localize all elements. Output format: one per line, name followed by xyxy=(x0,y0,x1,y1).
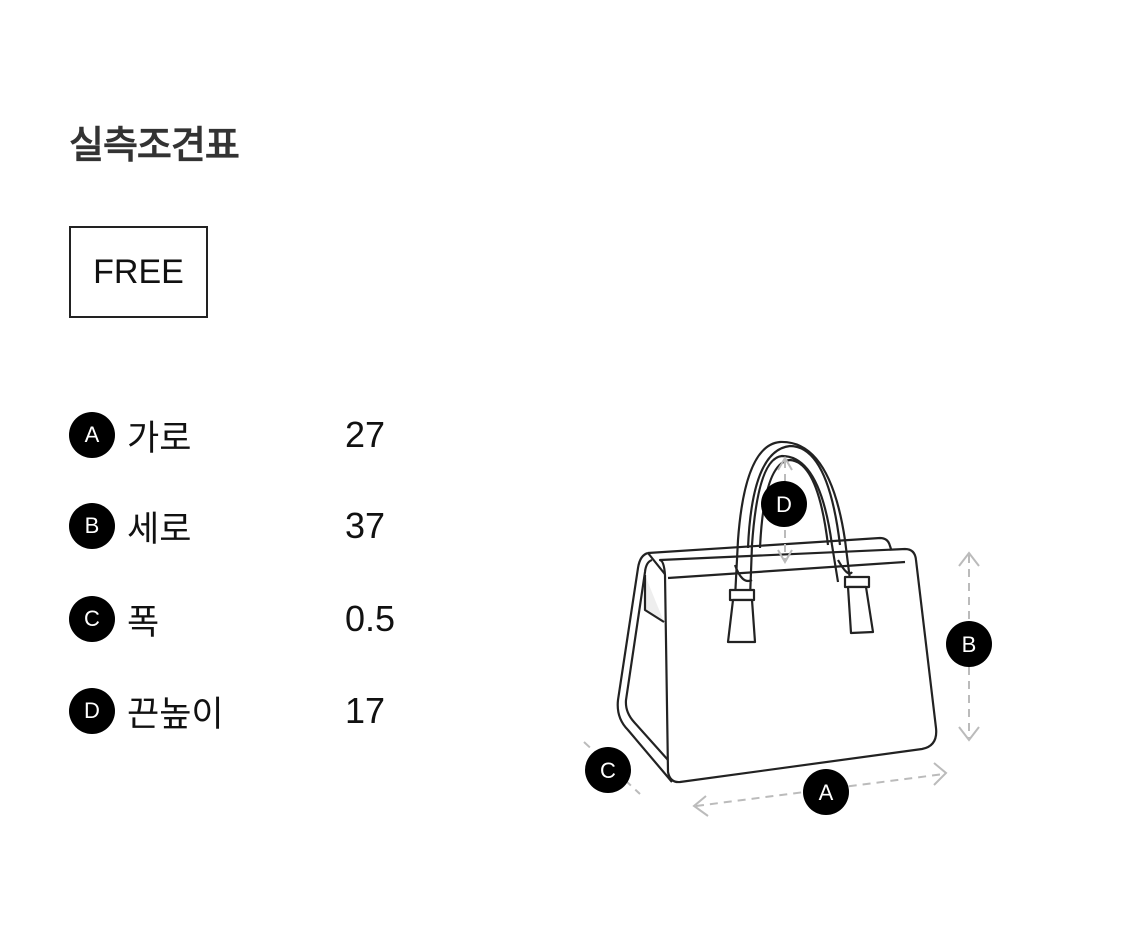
measurement-value: 0.5 xyxy=(345,598,396,639)
diagram-marker-b: B xyxy=(946,621,992,667)
measurement-label: 가로 xyxy=(127,418,192,459)
marker-b-icon: B xyxy=(69,503,115,549)
measurement-row-b: B 세로 37 xyxy=(69,502,469,550)
measurement-row-a: A 가로 27 xyxy=(69,411,469,459)
measurement-value: 37 xyxy=(345,505,386,546)
diagram-marker-c: C xyxy=(585,747,631,793)
svg-text:B: B xyxy=(962,632,977,657)
page-title: 실측조견표 xyxy=(69,123,240,167)
svg-text:C: C xyxy=(600,758,616,783)
svg-text:D: D xyxy=(776,492,792,517)
dimension-c-arrow xyxy=(583,741,641,795)
marker-c-icon: C xyxy=(69,596,115,642)
measurement-label: 세로 xyxy=(127,509,192,550)
svg-text:A: A xyxy=(819,780,834,805)
measurement-value: 27 xyxy=(345,414,386,455)
measurement-row-c: C 폭 0.5 xyxy=(69,595,469,643)
handbag-illustration xyxy=(616,440,938,784)
measurement-label: 폭 xyxy=(127,602,160,643)
diagram-marker-d: D xyxy=(761,481,807,527)
size-option-free[interactable]: FREE xyxy=(69,226,208,318)
marker-d-icon: D xyxy=(69,688,115,734)
marker-a-icon: A xyxy=(69,412,115,458)
diagram-marker-a: A xyxy=(803,769,849,815)
measurement-row-d: D 끈높이 17 xyxy=(69,687,469,735)
measurement-value: 17 xyxy=(345,690,386,731)
measurement-label: 끈높이 xyxy=(127,694,224,735)
